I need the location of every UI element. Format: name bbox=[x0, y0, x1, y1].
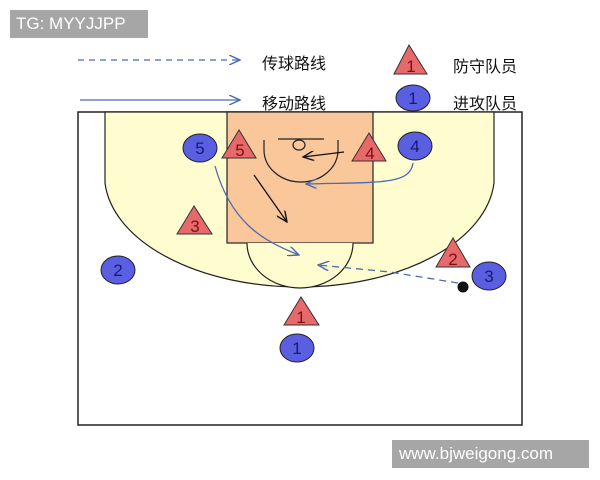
svg-text:1: 1 bbox=[408, 89, 417, 108]
legend-attacker-label: 进攻队员 bbox=[453, 94, 518, 113]
hoop bbox=[292, 139, 306, 151]
move-route-attacker-4 bbox=[306, 162, 414, 184]
ball-icon bbox=[457, 281, 469, 293]
restricted-arc bbox=[263, 140, 339, 183]
svg-text:1: 1 bbox=[296, 308, 305, 327]
svg-text:5: 5 bbox=[235, 141, 244, 160]
defender-5: 5 bbox=[221, 129, 257, 160]
legend-pass-route-label: 传球路线 bbox=[262, 54, 327, 73]
svg-text:1: 1 bbox=[406, 57, 415, 76]
paint-area bbox=[226, 111, 374, 244]
move-route-defender-4 bbox=[303, 152, 345, 157]
free-throw-circle bbox=[246, 242, 354, 289]
attacker-5: 5 bbox=[182, 133, 218, 163]
defender-1: 1 bbox=[283, 296, 320, 327]
svg-text:4: 4 bbox=[365, 144, 374, 163]
move-route-defender-5 bbox=[253, 174, 287, 222]
svg-text:5: 5 bbox=[195, 139, 204, 158]
defender-3: 3 bbox=[176, 205, 213, 236]
legend-defender-label: 防守队员 bbox=[453, 57, 518, 76]
move-route-attacker-5 bbox=[214, 165, 299, 255]
watermark-top: TG: MYYJJPP bbox=[10, 10, 148, 38]
svg-text:3: 3 bbox=[484, 267, 493, 286]
attacker-1: 1 bbox=[279, 333, 315, 363]
svg-text:1: 1 bbox=[292, 339, 301, 358]
svg-text:3: 3 bbox=[190, 217, 199, 236]
attacker-2: 2 bbox=[100, 255, 136, 285]
defender-4: 4 bbox=[351, 132, 387, 163]
attacker-3: 3 bbox=[471, 261, 507, 291]
legend-move-route-label: 移动路线 bbox=[262, 94, 327, 113]
attacker-4: 4 bbox=[397, 131, 433, 161]
svg-text:2: 2 bbox=[448, 250, 457, 269]
watermark-bottom: www.bjweigong.com bbox=[392, 440, 589, 468]
svg-text:4: 4 bbox=[410, 137, 419, 156]
svg-text:2: 2 bbox=[113, 261, 122, 280]
legend-attacker-icon: 1 bbox=[395, 84, 431, 112]
legend-defender-icon: 1 bbox=[393, 43, 428, 76]
defender-2: 2 bbox=[435, 237, 471, 269]
